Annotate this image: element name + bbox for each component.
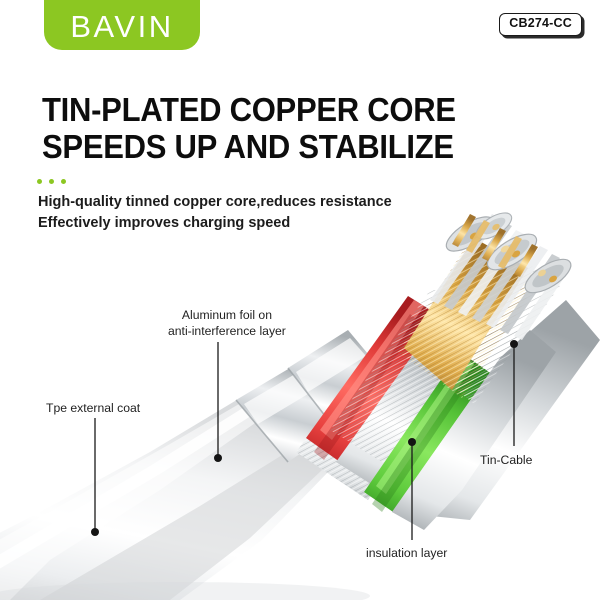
headline: TIN-PLATED COPPER CORE SPEEDS UP AND STA… xyxy=(42,91,522,166)
subtitle: High-quality tinned copper core,reduces … xyxy=(38,192,458,234)
brand-logo-text: BAVIN xyxy=(70,9,174,44)
callout-label-tin-cable: Tin-Cable xyxy=(480,453,533,467)
callout-label-aluminum-foil-line-1: Aluminum foil on xyxy=(181,308,272,322)
headline-line-2: SPEEDS UP AND STABILIZE xyxy=(42,127,454,165)
brand-logo: BAVIN xyxy=(44,0,200,50)
subtitle-line-2: Effectively improves charging speed xyxy=(38,215,291,232)
bullet-dot-icon xyxy=(37,179,42,184)
callout-label-tpe-external-coat: Tpe external coat xyxy=(46,401,141,415)
decorative-dot-row xyxy=(37,179,66,184)
model-number-badge: CB274-CC xyxy=(499,13,582,36)
headline-line-1: TIN-PLATED COPPER CORE xyxy=(42,91,456,128)
callout-label-insulation-layer: insulation layer xyxy=(366,546,448,560)
subtitle-line-1: High-quality tinned copper core,reduces … xyxy=(38,194,392,210)
bullet-dot-icon xyxy=(61,179,66,184)
bullet-dot-icon xyxy=(49,179,54,184)
callout-label-aluminum-foil-line-2: anti-interference layer xyxy=(168,324,286,339)
callout-label-aluminum-foil: Aluminum foil on anti-interference layer xyxy=(168,307,286,339)
